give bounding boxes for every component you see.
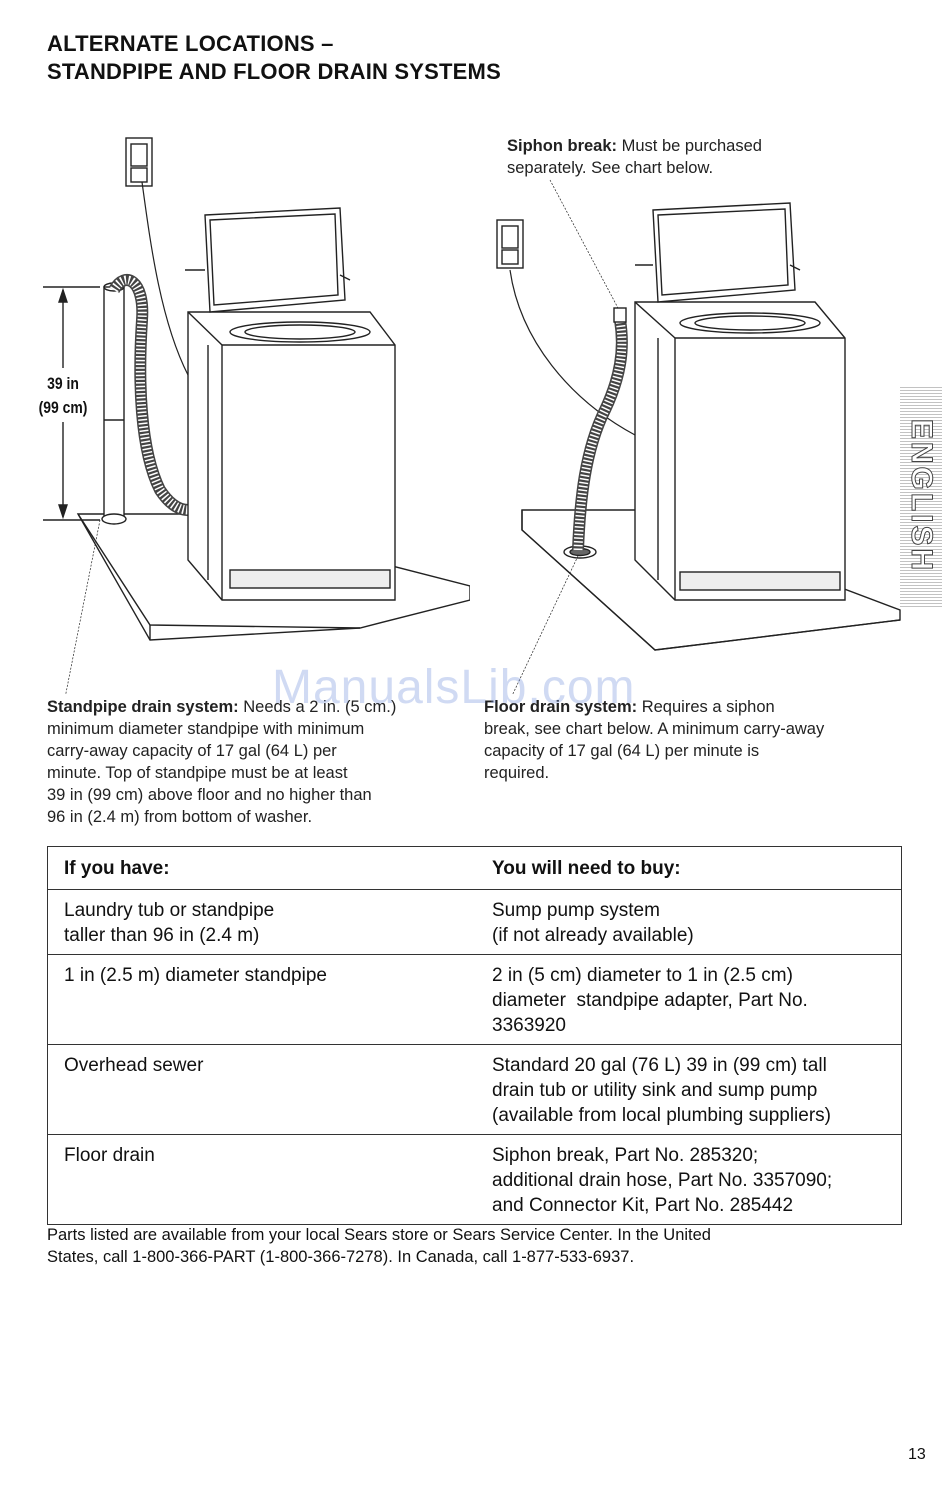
- cell-line: 1 in (2.5 m) diameter standpipe: [64, 965, 327, 986]
- cell-line: taller than 96 in (2.4 m): [64, 925, 260, 946]
- floor-drain-text-line: required.: [484, 764, 550, 782]
- washer-icon: [634, 202, 846, 601]
- cell-line: (if not already available): [492, 925, 694, 946]
- page-number: 13: [908, 1446, 926, 1463]
- standpipe-illustration: [43, 137, 470, 695]
- have-cell: 1 in (2.5 m) diameter standpipe: [47, 954, 476, 1045]
- table-row: Overhead sewer Standard 20 gal (76 L) 39…: [47, 1044, 902, 1135]
- height-dimension-label: 39 in (99 cm): [34, 372, 91, 420]
- standpipe-callout: Standpipe drain system: Needs a 2 in. (5…: [47, 696, 467, 828]
- cell-line: Floor drain: [64, 1145, 155, 1166]
- cell-line: diameter standpipe adapter, Part No.: [492, 990, 808, 1011]
- cell-line: Laundry tub or standpipe: [64, 900, 275, 921]
- siphon-break-callout: Siphon break: Must be purchased separate…: [507, 135, 837, 179]
- washer-icon: [185, 207, 396, 601]
- have-cell: Laundry tub or standpipe taller than 96 …: [47, 889, 476, 955]
- standpipe-text-line: carry-away capacity of 17 gal (64 L) per: [47, 742, 337, 760]
- floor-drain-callout: Floor drain system: Requires a siphon br…: [484, 696, 904, 784]
- standpipe-text-line: 96 in (2.4 m) from bottom of washer.: [47, 808, 313, 826]
- title-line-1: ALTERNATE LOCATIONS –: [47, 31, 334, 56]
- siphon-break-label: Siphon break:: [507, 137, 618, 155]
- cell-line: and Connector Kit, Part No. 285442: [492, 1195, 794, 1216]
- buy-cell: 2 in (5 cm) diameter to 1 in (2.5 cm) di…: [476, 954, 902, 1045]
- column-header-buy: You will need to buy:: [476, 846, 902, 890]
- floor-drain-text-first: Requires a siphon: [637, 698, 775, 716]
- parts-table: If you have: You will need to buy: Laund…: [47, 846, 902, 1225]
- footnote-line-1: Parts listed are available from your loc…: [47, 1226, 711, 1244]
- siphon-break-text-1: Must be purchased: [617, 137, 762, 155]
- table-row: Laundry tub or standpipe taller than 96 …: [47, 889, 902, 955]
- standpipe-label: Standpipe drain system:: [47, 698, 239, 716]
- watermark: ManualsLib.com: [272, 661, 636, 714]
- table-row: 1 in (2.5 m) diameter standpipe 2 in (5 …: [47, 954, 902, 1045]
- cell-line: Siphon break, Part No. 285320;: [492, 1145, 759, 1166]
- floor-drain-label: Floor drain system:: [484, 698, 638, 716]
- side-tab-background: [900, 385, 942, 607]
- column-header-have: If you have:: [47, 846, 476, 890]
- have-cell: Overhead sewer: [47, 1044, 476, 1135]
- table-row: Floor drain Siphon break, Part No. 28532…: [47, 1134, 902, 1225]
- standpipe-text-line: minimum diameter standpipe with minimum: [47, 720, 365, 738]
- cell-line: (available from local plumbing suppliers…: [492, 1105, 831, 1126]
- floor-drain-text-line: capacity of 17 gal (64 L) per minute is: [484, 742, 760, 760]
- cell-line: Overhead sewer: [64, 1055, 204, 1076]
- cell-line: drain tub or utility sink and sump pump: [492, 1080, 818, 1101]
- wall-outlet-icon: [125, 137, 153, 187]
- cell-line: Standard 20 gal (76 L) 39 in (99 cm) tal…: [492, 1055, 827, 1076]
- cell-line: 3363920: [492, 1015, 566, 1036]
- footnote-line-2: States, call 1-800-366-PART (1-800-366-7…: [47, 1248, 635, 1266]
- title-line-2: STANDPIPE AND FLOOR DRAIN SYSTEMS: [47, 59, 501, 84]
- standpipe-text-first: Needs a 2 in. (5 cm.): [238, 698, 397, 716]
- side-tab-label: ENGLISH: [905, 418, 939, 574]
- siphon-break-text-2: separately. See chart below.: [507, 159, 714, 177]
- standpipe-text-line: minute. Top of standpipe must be at leas…: [47, 764, 348, 782]
- cell-line: Sump pump system: [492, 900, 660, 921]
- buy-cell: Siphon break, Part No. 285320; additiona…: [476, 1134, 902, 1225]
- height-in: 39 in: [47, 374, 79, 393]
- page-title: ALTERNATE LOCATIONS – STANDPIPE AND FLOO…: [47, 30, 501, 86]
- floor-drain-text-line: break, see chart below. A minimum carry-…: [484, 720, 825, 738]
- height-cm: (99 cm): [38, 398, 88, 417]
- buy-cell: Standard 20 gal (76 L) 39 in (99 cm) tal…: [476, 1044, 902, 1135]
- language-side-tab: ENGLISH: [900, 385, 942, 607]
- floor-drain-illustration: [496, 179, 901, 695]
- wall-outlet-icon: [496, 219, 524, 269]
- parts-footnote: Parts listed are available from your loc…: [47, 1224, 877, 1268]
- buy-cell: Sump pump system (if not already availab…: [476, 889, 902, 955]
- cell-line: additional drain hose, Part No. 3357090;: [492, 1170, 833, 1191]
- have-cell: Floor drain: [47, 1134, 476, 1225]
- cell-line: 2 in (5 cm) diameter to 1 in (2.5 cm): [492, 965, 793, 986]
- table-header-row: If you have: You will need to buy:: [47, 846, 902, 890]
- standpipe-text-line: 39 in (99 cm) above floor and no higher …: [47, 786, 372, 804]
